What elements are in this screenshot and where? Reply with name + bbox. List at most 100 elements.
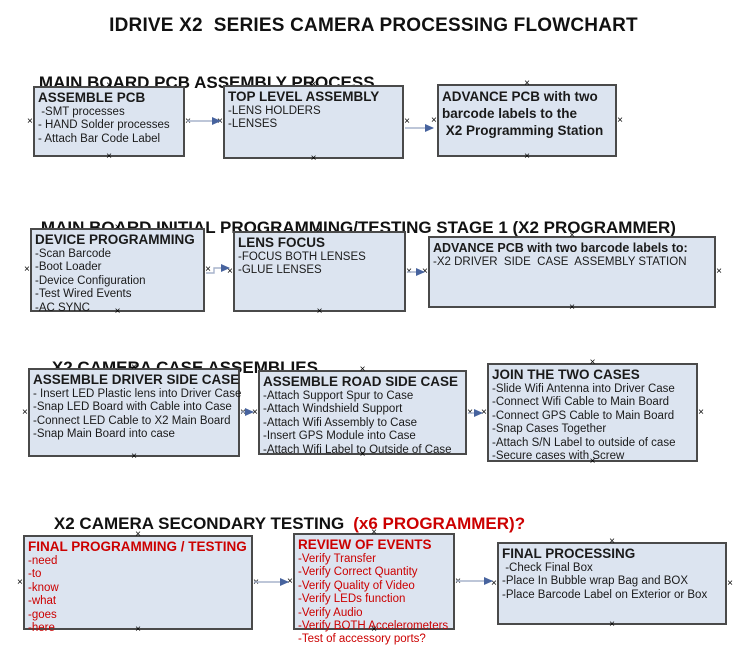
flow-box-lens-focus[interactable]: LENS FOCUS -FOCUS BOTH LENSES-GLUE LENSE…: [227, 226, 412, 317]
box-line: -Device Configuration: [35, 274, 146, 287]
connection-point-icon: ×: [17, 576, 23, 588]
box-line: -Insert GPS Module into Case: [263, 430, 416, 443]
connection-point-icon: ×: [287, 575, 293, 587]
box-line: -Connect GPS Cable to Main Board: [492, 409, 675, 422]
box-line: -Verify Audio: [298, 606, 363, 619]
box-line: -Verify BOTH Accelerometers: [298, 620, 449, 633]
box-line: -FOCUS BOTH LENSES: [238, 251, 366, 263]
box-title: FINAL PROGRAMMING / TESTING: [28, 539, 247, 554]
flow-box-assemble-pcb[interactable]: ASSEMBLE PCB -SMT processes- HAND Solder…: [27, 81, 191, 162]
box-line: -Snap Main Board into case: [33, 428, 175, 441]
flow-box-final-processing[interactable]: FINAL PROCESSING -Check Final Box-Place …: [491, 537, 733, 630]
connection-point-icon: ×: [227, 265, 233, 277]
box-title: LENS FOCUS: [238, 235, 326, 250]
box-line: -Test Wired Events: [35, 288, 132, 301]
page-title: IDRIVE X2 SERIES CAMERA PROCESSING FLOWC…: [109, 15, 638, 36]
connection-point-icon: ×: [422, 266, 428, 277]
connection-point-icon: ×: [609, 619, 615, 630]
box-line: - HAND Solder processes: [38, 119, 170, 132]
flow-arrow[interactable]: [206, 264, 230, 274]
box-lines: -Scan Barcode-Boot Loader-Device Configu…: [35, 248, 200, 315]
box-line: - Insert LED Plastic lens into Driver Ca…: [33, 388, 242, 400]
box-line: -Connect Wifi Cable to Main Board: [492, 396, 670, 409]
box-line: -AC SYNC: [35, 301, 90, 314]
box-line: -LENS HOLDERS: [228, 105, 321, 117]
connection-point-icon: ×: [455, 575, 461, 587]
flow-box-assemble-road-side-case[interactable]: ASSEMBLE ROAD SIDE CASE -Attach Support …: [252, 365, 473, 460]
flow-box-top-level-assembly[interactable]: TOP LEVEL ASSEMBLY -LENS HOLDERS-LENSES …: [217, 80, 410, 164]
box-line: -to: [28, 568, 42, 581]
box-line: -Secure cases with Screw: [492, 450, 625, 463]
box-line: -what: [28, 595, 57, 608]
box-line: -need: [28, 555, 58, 567]
box-line: -Verify Correct Quantity: [298, 566, 418, 579]
connection-point-icon: ×: [569, 302, 575, 313]
flow-box-review-of-events[interactable]: REVIEW OF EVENTS -Verify Transfer-Verify…: [287, 528, 461, 646]
box-lines: -Verify Transfer-Verify Correct Quantity…: [298, 553, 450, 647]
box-title: DEVICE PROGRAMMING: [35, 232, 195, 247]
box-line: -GLUE LENSES: [238, 264, 322, 277]
box-line: -Scan Barcode: [35, 248, 112, 260]
box-line: - Attach Bar Code Label: [38, 132, 161, 145]
connection-point-icon: ×: [467, 406, 473, 418]
connection-point-icon: ×: [217, 116, 223, 127]
connection-point-icon: ×: [310, 153, 317, 164]
box-line: -X2 DRIVER SIDE CASE ASSEMBLY STATION: [433, 256, 687, 268]
box-line: -Snap Cases Together: [492, 423, 607, 436]
box-line: -Attach Support Spur to Case: [263, 390, 414, 402]
connection-point-icon: ×: [716, 266, 722, 277]
box-title: ASSEMBLE PCB: [38, 90, 146, 105]
connection-point-icon: ×: [22, 406, 28, 418]
flow-box-device-programming[interactable]: DEVICE PROGRAMMING -Scan Barcode-Boot Lo…: [24, 223, 211, 317]
box-title: ASSEMBLE ROAD SIDE CASE: [263, 374, 459, 389]
flow-box-assemble-driver-side-case[interactable]: ASSEMBLE DRIVER SIDE CASE - Insert LED P…: [22, 363, 246, 462]
box-title: JOIN THE TWO CASES: [492, 367, 640, 382]
flow-box-advance-pcb-driver-side[interactable]: ADVANCE PCB with two barcode labels to: …: [422, 231, 722, 313]
box-lines: -X2 DRIVER SIDE CASE ASSEMBLY STATION: [433, 256, 711, 269]
connection-point-icon: ×: [252, 406, 258, 418]
connection-point-icon: ×: [240, 406, 246, 418]
flow-box-final-programming-testing[interactable]: FINAL PROGRAMMING / TESTING -need-to-kno…: [17, 530, 259, 635]
box-lines: -FOCUS BOTH LENSES-GLUE LENSES: [238, 251, 401, 278]
box-line: -Verify Quality of Video: [298, 579, 415, 592]
box-title: ADVANCE PCB with two barcode labels to:: [433, 241, 688, 255]
box-title: FINAL PROCESSING: [502, 546, 636, 561]
connection-point-icon: ×: [491, 577, 497, 589]
box-line: -Check Final Box: [502, 562, 593, 574]
box-line: -SMT processes: [38, 106, 125, 118]
box-line: -Verify Transfer: [298, 553, 376, 565]
connection-point-icon: ×: [727, 577, 733, 589]
section-header-secondary-testing: X2 CAMERA SECONDARY TESTING(x6 PROGRAMME…: [35, 494, 525, 554]
connection-point-icon: ×: [106, 151, 112, 162]
box-line: ADVANCE PCB with two: [442, 89, 598, 104]
box-line: -Slide Wifi Antenna into Driver Case: [492, 383, 675, 395]
flow-box-join-the-two-cases[interactable]: JOIN THE TWO CASES -Slide Wifi Antenna i…: [481, 358, 704, 467]
box-line: -Attach S/N Label to outside of case: [492, 436, 676, 449]
box-line: -Place Barcode Label on Exterior or Box: [502, 588, 708, 601]
box-title: REVIEW OF EVENTS: [298, 537, 432, 552]
box-line: X2 Programming Station: [442, 123, 604, 138]
connection-point-icon: ×: [185, 115, 191, 127]
box-line: -Attach Windshield Support: [263, 403, 403, 416]
box-line: -Place In Bubble wrap Bag and BOX: [502, 575, 689, 588]
connection-point-icon: ×: [24, 264, 30, 275]
connection-point-icon: ×: [431, 114, 437, 126]
connection-point-icon: ×: [253, 576, 259, 588]
box-lines: -Attach Support Spur to Case-Attach Wind…: [263, 390, 462, 457]
box-line: -Verify LEDs function: [298, 593, 406, 606]
box-lines: -Slide Wifi Antenna into Driver Case-Con…: [492, 383, 693, 463]
connection-point-icon: ×: [131, 451, 137, 462]
box-line: -goes: [28, 608, 57, 621]
connection-point-icon: ×: [698, 406, 704, 418]
connection-point-icon: ×: [27, 115, 33, 127]
connection-point-icon: ×: [481, 406, 487, 418]
box-line: -Attach Wifi Label to Outside of Case: [263, 443, 452, 456]
connection-point-icon: ×: [316, 306, 323, 317]
box-line: -LENSES: [228, 118, 278, 131]
connection-point-icon: ×: [617, 114, 623, 126]
box-lines: -SMT processes- HAND Solder processes- A…: [38, 106, 180, 146]
section-header-text: X2 CAMERA SECONDARY TESTING: [53, 514, 345, 533]
